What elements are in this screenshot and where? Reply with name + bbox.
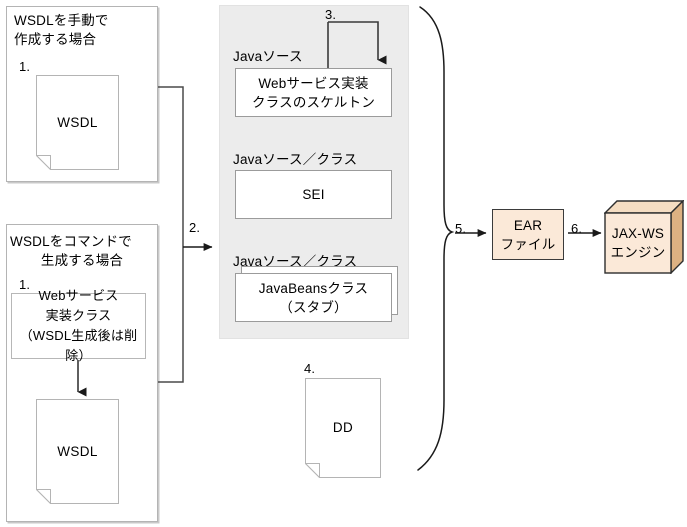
box-jaxws-engine-label: JAX-WS エンジン <box>610 226 666 260</box>
step-number-4: 4. <box>304 361 316 376</box>
document-wsdl-generated: WSDL <box>36 399 119 504</box>
box-webservice-impl-class: Webサービス 実装クラス （WSDL生成後は削除） <box>11 288 146 363</box>
step-number-2: 2. <box>189 220 201 235</box>
document-dd: DD <box>305 378 381 478</box>
group-title-manual: WSDLを手動で作成する場合 <box>14 11 154 49</box>
document-dd-label: DD <box>332 420 354 435</box>
box-webservice-skeleton: Webサービス実装 クラスのスケルトン <box>235 68 392 117</box>
connector-group-2-to-step2 <box>158 247 184 383</box>
document-wsdl-manual-label: WSDL <box>57 115 98 130</box>
caption-java-source-class-1: Javaソース／クラス <box>233 152 358 167</box>
step-number-3: 3. <box>325 7 337 22</box>
document-wsdl-generated-label: WSDL <box>57 444 98 459</box>
group-title-manual-line1: WSDLを手動で <box>14 13 109 28</box>
document-icon <box>36 75 119 170</box>
group-title-command-line2: 生成する場合 <box>40 253 124 268</box>
cube-3d-icon <box>604 200 684 274</box>
box-javabeans-stub: JavaBeansクラス （スタブ） <box>235 273 392 322</box>
connector-group-1-to-step2 <box>158 86 184 247</box>
caption-java-source-1: Javaソース <box>233 49 303 64</box>
step-number-manual: 1. <box>19 59 31 74</box>
box-ear-file: EAR ファイル <box>492 209 564 260</box>
group-title-command: WSDLをコマンドで生成する場合 <box>10 232 154 270</box>
box-jaxws-engine: JAX-WS エンジン <box>604 200 684 274</box>
box-sei: SEI <box>235 170 392 219</box>
document-wsdl-manual: WSDL <box>36 75 119 170</box>
group-title-manual-line2: 作成する場合 <box>14 32 97 47</box>
caption-java-source-class-2: Javaソース／クラス <box>233 254 358 269</box>
document-icon <box>305 378 381 478</box>
group-title-command-line1: WSDLをコマンドで <box>10 234 133 249</box>
document-icon <box>36 399 119 504</box>
step-number-6: 6. <box>571 221 583 236</box>
brace-aggregate <box>417 6 455 471</box>
step-number-5: 5. <box>455 221 467 236</box>
step-number-command: 1. <box>19 277 31 292</box>
